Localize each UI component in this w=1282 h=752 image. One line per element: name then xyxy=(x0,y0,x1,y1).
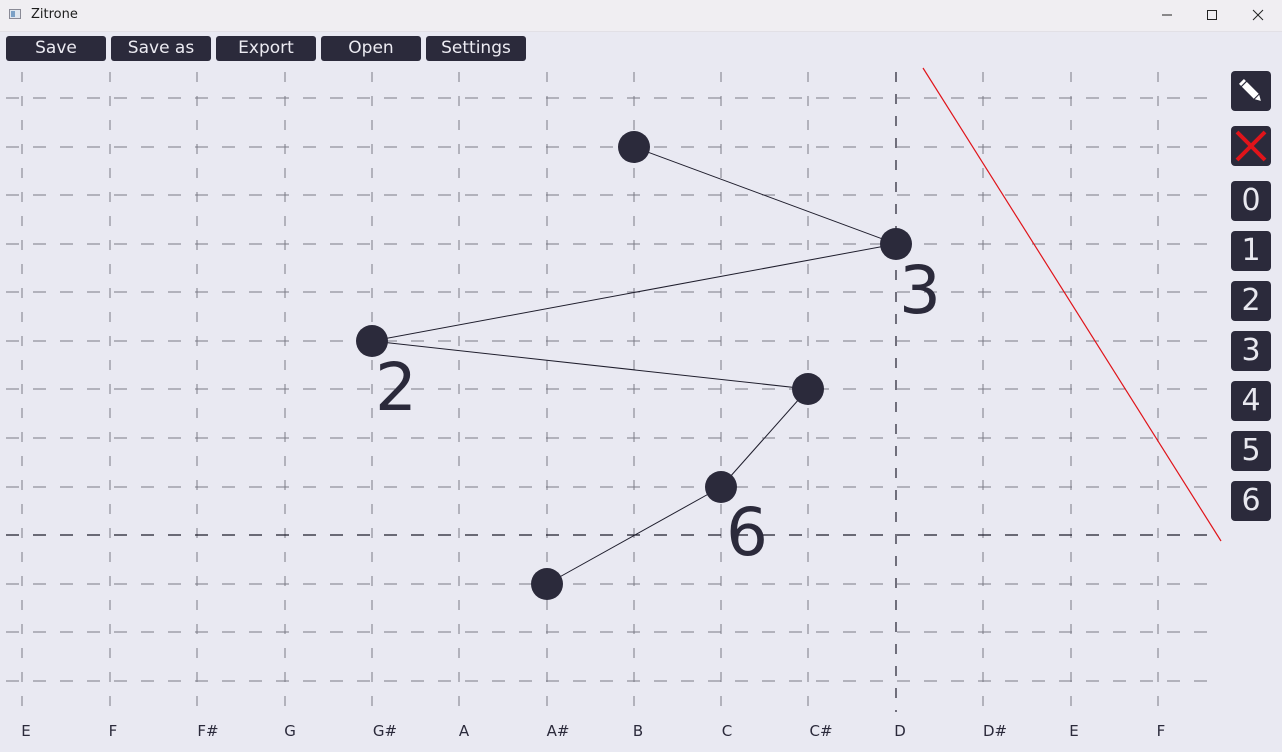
note-label: C# xyxy=(809,722,833,740)
note-label: G# xyxy=(372,722,398,740)
pencil-icon xyxy=(1237,77,1263,103)
save-as-button[interactable]: Save as xyxy=(111,36,211,61)
app-icon xyxy=(9,9,21,19)
note-label: F# xyxy=(197,722,219,740)
connector-line xyxy=(371,340,809,390)
connector-line xyxy=(546,486,722,585)
point-label: 2 xyxy=(375,349,417,426)
connector-line xyxy=(633,146,897,245)
close-icon xyxy=(1252,9,1264,21)
open-button[interactable]: Open xyxy=(321,36,421,61)
erase-icon xyxy=(1235,130,1267,162)
note-label: G xyxy=(284,722,296,740)
close-button[interactable] xyxy=(1235,0,1281,31)
maximize-button[interactable] xyxy=(1189,0,1235,31)
note-point xyxy=(356,325,388,357)
note-label: F xyxy=(108,722,118,740)
maximize-icon xyxy=(1207,10,1217,20)
point-label: 3 xyxy=(899,252,941,329)
note-label: D xyxy=(894,722,906,740)
minimize-icon xyxy=(1162,14,1172,16)
note-label: B xyxy=(632,722,644,740)
pencil-tool-button[interactable] xyxy=(1231,71,1271,111)
number-5-button[interactable]: 5 xyxy=(1231,431,1271,471)
settings-button[interactable]: Settings xyxy=(426,36,526,61)
title-bar: Zitrone xyxy=(0,0,1282,32)
note-point xyxy=(792,373,824,405)
number-0-button[interactable]: 0 xyxy=(1231,181,1271,221)
number-2-button[interactable]: 2 xyxy=(1231,281,1271,321)
note-label: A xyxy=(458,722,470,740)
note-point xyxy=(618,131,650,163)
connector-line xyxy=(720,388,809,488)
note-label: D# xyxy=(982,722,1008,740)
minimize-button[interactable] xyxy=(1144,0,1190,31)
window-title: Zitrone xyxy=(31,7,78,22)
number-4-button[interactable]: 4 xyxy=(1231,381,1271,421)
erase-tool-button[interactable] xyxy=(1231,126,1271,166)
save-button[interactable]: Save xyxy=(6,36,106,61)
note-label: C xyxy=(721,722,733,740)
note-label: A# xyxy=(546,722,570,740)
number-3-button[interactable]: 3 xyxy=(1231,331,1271,371)
note-point xyxy=(531,568,563,600)
note-point xyxy=(880,228,912,260)
note-point xyxy=(705,471,737,503)
connector-line xyxy=(371,243,897,342)
note-label: E xyxy=(21,722,31,740)
number-1-button[interactable]: 1 xyxy=(1231,231,1271,271)
guide-line xyxy=(922,67,1222,542)
export-button[interactable]: Export xyxy=(216,36,316,61)
note-label: E xyxy=(1069,722,1079,740)
note-label: F xyxy=(1156,722,1166,740)
number-6-button[interactable]: 6 xyxy=(1231,481,1271,521)
point-label: 6 xyxy=(726,494,768,571)
